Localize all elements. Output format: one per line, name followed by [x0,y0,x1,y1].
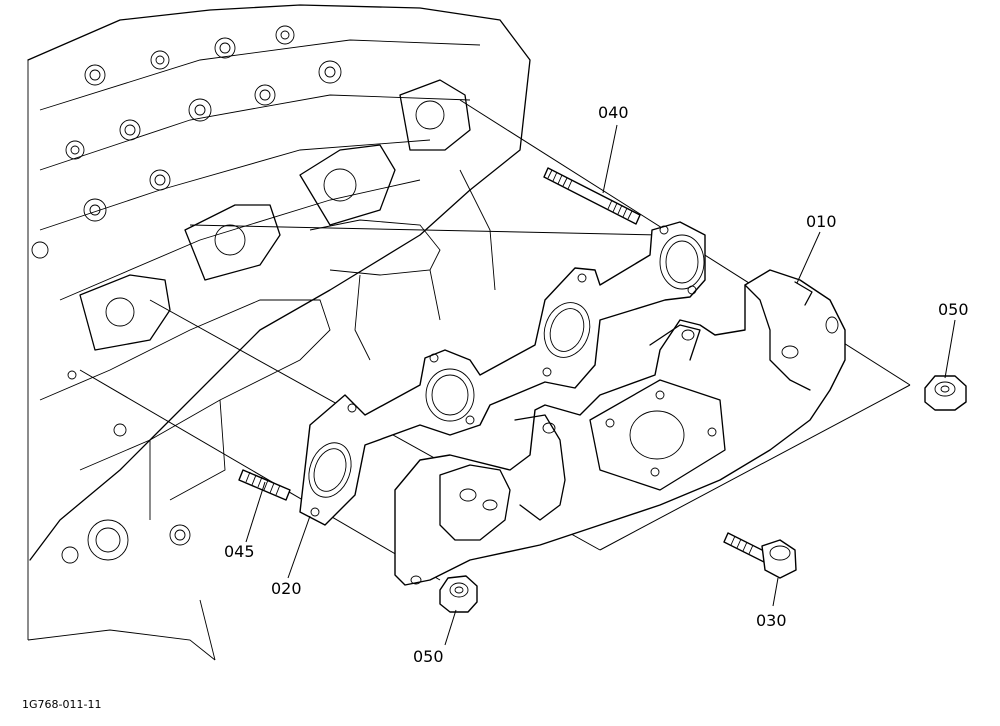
bolt-030 [723,532,797,579]
gasket-020 [299,221,706,526]
callout-020: 020 [271,579,302,598]
exhaust-manifold-010 [394,269,846,586]
cylinder-head [27,4,531,661]
leader-lines [245,124,956,646]
nut-050-right [924,375,967,411]
callout-010: 010 [806,212,837,231]
callout-050-lower: 050 [413,647,444,666]
callout-040: 040 [598,103,629,122]
figure-code: 1G768-011-11 [22,698,101,711]
callout-030: 030 [756,611,787,630]
nut-050-lower [439,575,478,613]
callout-045: 045 [224,542,255,561]
callout-050-right: 050 [938,300,969,319]
stud-040 [543,167,641,225]
